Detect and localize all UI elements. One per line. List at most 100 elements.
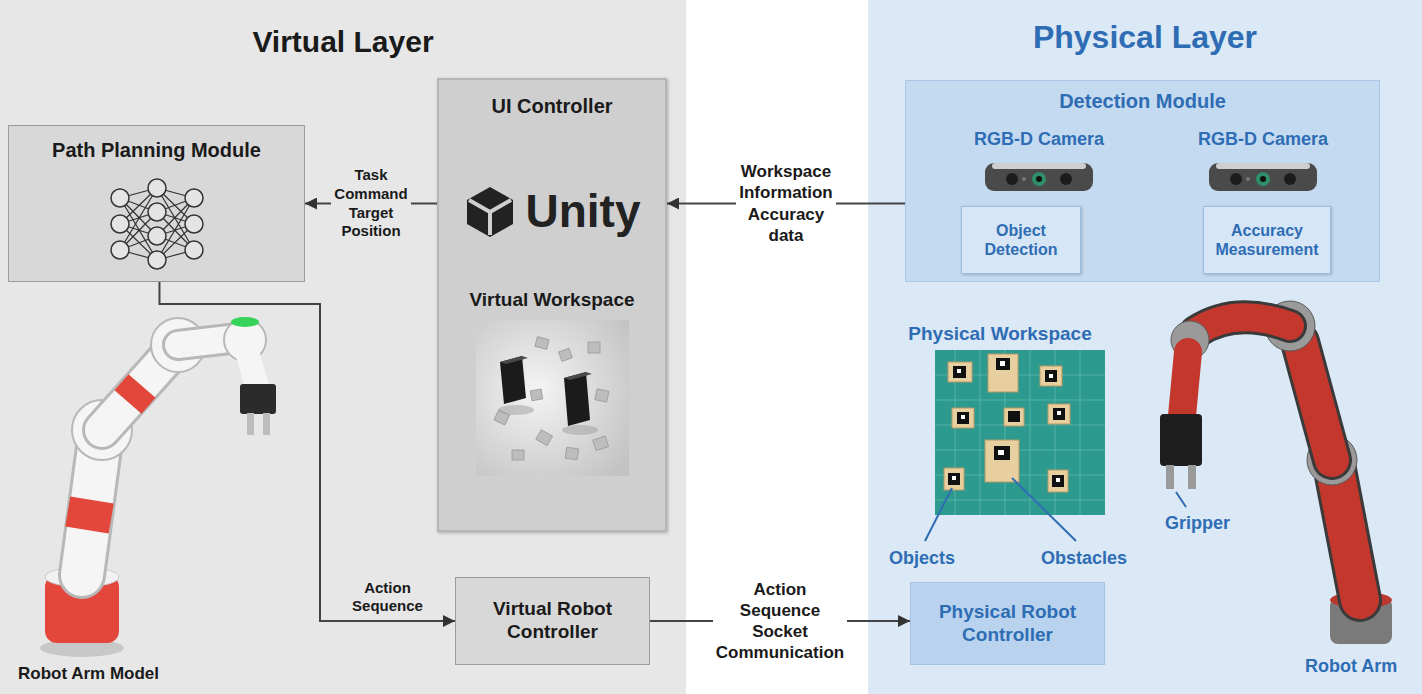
process-box: Accuracy Measurement xyxy=(1203,206,1331,274)
drawing-part xyxy=(231,317,259,327)
figure-caption: Robot Arm xyxy=(1305,656,1397,678)
drawing-part xyxy=(1284,173,1296,185)
drawing-part xyxy=(120,188,194,260)
drawing-part xyxy=(1182,352,1188,416)
drawing-part xyxy=(534,337,548,350)
drawing-part xyxy=(935,350,1105,515)
drawing-part xyxy=(948,358,1065,487)
drawing-part xyxy=(952,476,956,480)
drawing-part xyxy=(148,227,166,245)
drawing-part xyxy=(558,348,572,361)
drawing-part xyxy=(185,189,203,207)
node-title: UI Controller xyxy=(491,94,612,118)
drawing-part xyxy=(1335,470,1360,600)
connector-arrow xyxy=(159,282,455,621)
drawing-part xyxy=(1057,411,1061,415)
drawing-part xyxy=(535,430,552,446)
callout-label: Obstacles xyxy=(1041,548,1127,570)
drawing-part xyxy=(111,215,129,233)
drawing-part xyxy=(1022,177,1026,181)
drawing-part xyxy=(247,413,254,435)
drawing-part xyxy=(1032,172,1046,186)
node-title: Path Planning Module xyxy=(52,138,261,162)
physical-workspace-photo xyxy=(935,350,1105,515)
drawing-part xyxy=(1040,366,1062,386)
drawing-part xyxy=(512,450,524,460)
device-label: RGB-D Camera xyxy=(974,129,1104,151)
node-title: Object Detection xyxy=(968,221,1074,259)
drawing-part xyxy=(1196,317,1290,332)
drawing-part xyxy=(500,356,528,364)
edge-label: Workspace Information Accuracy data xyxy=(736,160,836,247)
drawing-part xyxy=(111,189,129,207)
controller-box: UI Controller UnityVirtual Workspace xyxy=(437,78,667,532)
drawing-part xyxy=(592,436,608,450)
controller-box: Virtual Robot Controller xyxy=(455,577,650,665)
drawing-part xyxy=(185,215,203,233)
drawing-part xyxy=(1006,173,1018,185)
edge-label: Action Sequence xyxy=(349,578,426,618)
drawing-part xyxy=(565,447,578,460)
drawing-part xyxy=(148,203,166,221)
drawing-part xyxy=(240,384,276,414)
drawing-part xyxy=(1000,361,1005,366)
drawing-part xyxy=(957,412,969,424)
drawing-part xyxy=(1300,342,1332,460)
edge-label: Action Sequence Socket Communication xyxy=(713,578,847,665)
device-label: RGB-D Camera xyxy=(1198,129,1328,151)
drawing-part xyxy=(935,350,1105,515)
drawing-part xyxy=(594,389,608,402)
drawing-part xyxy=(498,405,534,415)
drawing-part xyxy=(476,320,629,476)
drawing-part xyxy=(1053,408,1065,420)
drawing-part xyxy=(1045,370,1057,382)
drawing-part xyxy=(263,413,270,435)
drawing-part xyxy=(469,200,511,235)
drawing-part xyxy=(992,163,1086,169)
drawing-part xyxy=(467,187,513,237)
layer-panel: Physical LayerDetection Module Object De… xyxy=(868,0,1422,694)
module-box: Path Planning Module xyxy=(8,125,305,282)
drawing-part xyxy=(1004,408,1024,426)
drawing-part xyxy=(185,241,203,259)
node-title: Accuracy Measurement xyxy=(1210,221,1324,259)
drawing-part xyxy=(564,372,592,380)
drawing-part xyxy=(1048,470,1068,492)
drawing-part xyxy=(1008,411,1020,422)
drawing-part xyxy=(1300,342,1332,460)
drawing-part xyxy=(1196,317,1290,332)
drawing-part xyxy=(1048,404,1070,424)
node-text: Virtual Workspace xyxy=(469,289,634,312)
drawing-part xyxy=(111,241,129,259)
drawing-part xyxy=(944,354,1070,492)
drawing-part xyxy=(87,500,92,530)
node-title: Physical Robot Controller xyxy=(919,601,1096,647)
drawing-part xyxy=(994,446,1010,460)
drawing-part xyxy=(1209,163,1317,191)
drawing-part xyxy=(985,163,1093,191)
figure-caption: Physical Workspace xyxy=(908,323,1091,346)
drawing-part xyxy=(1036,176,1042,182)
drawing-part xyxy=(948,473,960,485)
drawing-part xyxy=(588,342,600,353)
drawing-part xyxy=(1246,177,1250,181)
figure-caption: Robot Arm Model xyxy=(18,664,159,684)
drawing-part xyxy=(948,362,972,382)
physical-ground xyxy=(868,0,1422,694)
drawing-part xyxy=(944,468,964,490)
layer-panel: Virtual LayerPath Planning Module UI Con… xyxy=(0,0,686,694)
drawing-part xyxy=(564,372,590,426)
drawing-part xyxy=(1188,465,1196,489)
neural-net-icon xyxy=(102,176,212,271)
drawing-part xyxy=(1230,173,1242,185)
drawing-part xyxy=(952,361,1061,482)
rgbd-camera xyxy=(984,161,1094,193)
node-title: Virtual Layer xyxy=(0,24,686,60)
drawing-part xyxy=(1049,374,1053,378)
logo-row: Unity xyxy=(464,184,641,239)
callout-label: Objects xyxy=(889,548,955,570)
module-box: Detection Module Object DetectionAccurac… xyxy=(905,80,1380,282)
process-box: Object Detection xyxy=(961,206,1081,274)
drawing-part xyxy=(120,188,194,260)
